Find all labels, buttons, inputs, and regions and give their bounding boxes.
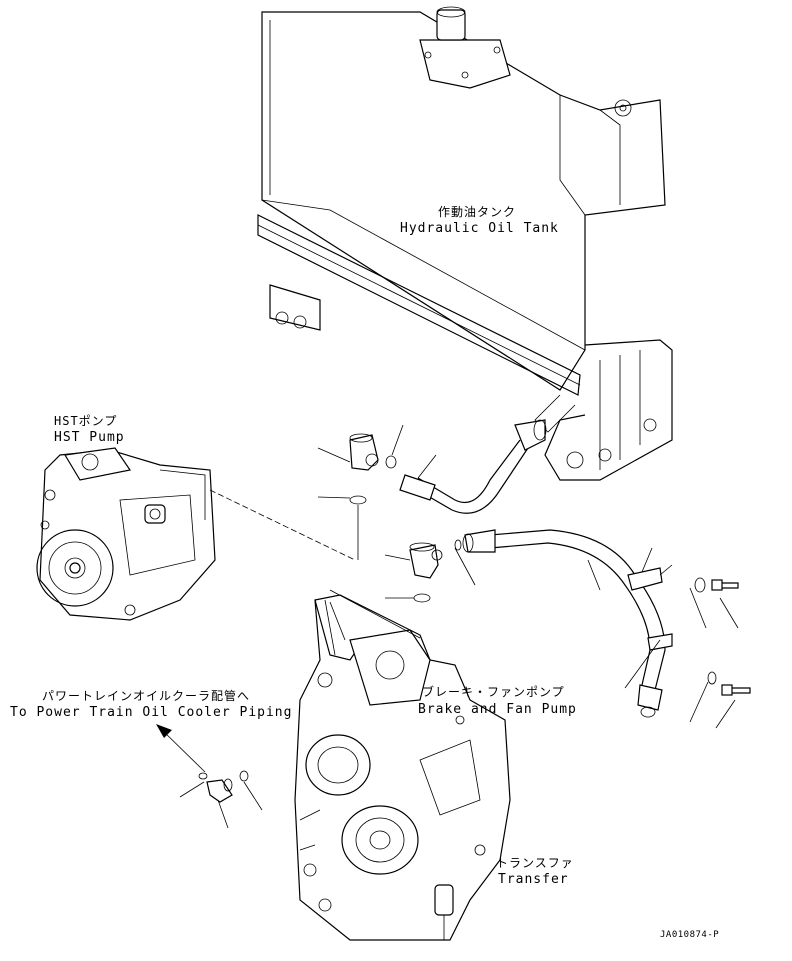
cooler-piping-label-en: To Power Train Oil Cooler Piping xyxy=(10,705,293,720)
transfer-assembly xyxy=(294,594,511,941)
leader-lines xyxy=(156,424,739,829)
hydraulic-oil-tank xyxy=(257,6,673,481)
bolt-upper xyxy=(694,577,739,593)
lower-hose xyxy=(462,529,673,718)
elbow-fitting-upper xyxy=(349,433,379,471)
drawing-code: JA010874-P xyxy=(660,930,720,940)
o-ring-upper xyxy=(385,455,397,469)
hydraulic-tank-label-jp: 作動油タンク xyxy=(438,205,517,219)
elbow-fitting-cooler xyxy=(206,778,233,803)
elbow-fitting-middle xyxy=(409,542,443,579)
transfer-label-en: Transfer xyxy=(498,872,569,887)
hst-pump-label-jp: HSTポンプ xyxy=(54,414,118,428)
o-ring-hst xyxy=(349,495,367,505)
upper-hose xyxy=(399,419,547,514)
bolt-lower xyxy=(707,671,751,696)
hst-pump-label-en: HST Pump xyxy=(54,430,125,445)
transfer-label-jp: トランスファ xyxy=(496,856,574,870)
brake-fan-pump-label-en: Brake and Fan Pump xyxy=(418,702,577,717)
o-ring-cooler-2 xyxy=(239,770,249,782)
brake-fan-pump-label-jp: ブレーキ・ファンポンプ xyxy=(422,685,565,699)
hst-pump xyxy=(36,447,216,621)
hydraulic-tank-label-en: Hydraulic Oil Tank xyxy=(400,221,559,236)
o-ring-middle-side xyxy=(454,539,462,551)
cooler-piping-label-jp: パワートレインオイルクーラ配管へ xyxy=(42,689,251,703)
o-ring-cooler xyxy=(198,772,208,780)
o-ring-middle-bottom xyxy=(413,593,431,603)
